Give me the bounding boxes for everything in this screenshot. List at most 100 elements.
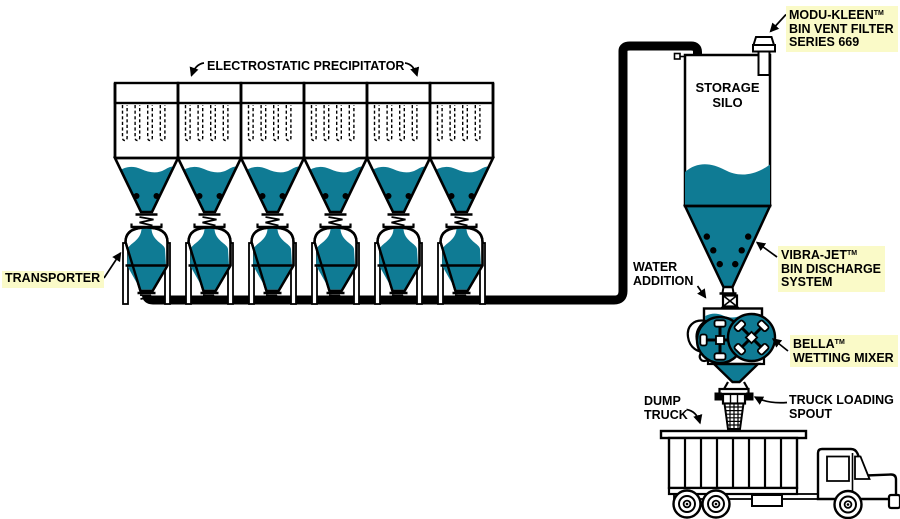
bella-tm: TM xyxy=(834,339,845,346)
truck-loading-spout xyxy=(714,387,754,430)
transporter-label: TRANSPORTER xyxy=(2,271,105,288)
hopper-material xyxy=(178,166,241,212)
spout-line1: TRUCK LOADING xyxy=(789,393,894,407)
storage-silo-line1: STORAGE xyxy=(695,80,760,95)
flex-connector xyxy=(328,216,343,227)
collector-plate xyxy=(436,105,443,142)
hopper-nozzle-dot xyxy=(468,193,475,199)
collector-plate xyxy=(147,105,153,142)
esp-section xyxy=(364,81,433,227)
spout-clamp xyxy=(714,392,722,401)
spout-line2: SPOUT xyxy=(789,406,833,421)
hopper-nozzle-dot xyxy=(322,193,329,199)
collector-plate xyxy=(310,105,317,142)
hopper-nozzle-dot xyxy=(259,193,266,199)
storage-silo-label: STORAGE SILO xyxy=(685,80,770,110)
electrostatic-precipitator xyxy=(112,81,496,227)
mixer-paddle xyxy=(699,333,708,347)
collector-plate xyxy=(121,105,128,142)
hopper-nozzle-dot xyxy=(279,193,286,199)
hopper-cone xyxy=(112,156,181,214)
collector-plate xyxy=(411,105,418,142)
esp-section xyxy=(238,81,307,227)
transporter-leg xyxy=(311,242,318,305)
hopper-nozzle-dot xyxy=(448,193,455,199)
transporter-leg xyxy=(122,242,129,305)
esp-section xyxy=(427,81,496,227)
vibra-jet-line3: SYSTEM xyxy=(781,275,833,289)
aerator-dot xyxy=(710,247,717,254)
flex-connector xyxy=(202,216,217,227)
hopper-nozzle-dot xyxy=(342,193,349,199)
collector-plate xyxy=(247,105,254,142)
transporter-material xyxy=(127,228,166,290)
windshield xyxy=(854,455,871,480)
collector-plate xyxy=(134,105,141,142)
bed-bottom-rail xyxy=(667,486,799,496)
silo-material xyxy=(685,164,770,205)
vibra-jet-name: VIBRA-JET xyxy=(781,248,847,262)
hopper-cone xyxy=(427,156,496,214)
esp-leader-right xyxy=(404,62,420,77)
hopper-nozzle-dot xyxy=(405,193,412,199)
modu-kleen-tm: TM xyxy=(873,10,884,17)
collector-plate xyxy=(184,105,191,142)
transporter-leader xyxy=(103,251,122,279)
flex-connector xyxy=(139,216,154,227)
esp-label: ELECTROSTATIC PRECIPITATOR xyxy=(207,59,405,73)
mixer-paddle xyxy=(756,342,770,356)
aerator-dot xyxy=(716,260,723,268)
discharge-connector xyxy=(265,294,280,300)
hopper-nozzle-dot xyxy=(133,193,140,199)
mixer-paddle xyxy=(756,319,770,333)
transporter-leg xyxy=(185,242,192,305)
hopper-cone xyxy=(301,156,370,214)
hopper-nozzle-dot xyxy=(153,193,160,199)
wheel xyxy=(672,489,702,519)
hopper-material xyxy=(367,166,430,212)
mixer-paddle xyxy=(733,319,747,333)
dump-truck xyxy=(659,429,900,519)
collector-plate xyxy=(210,105,216,142)
aerator-dot xyxy=(732,260,739,268)
esp-leader-left xyxy=(189,62,205,77)
wheel xyxy=(701,489,731,519)
collector-plate xyxy=(260,105,267,142)
mixer-hub xyxy=(715,335,725,345)
wheel xyxy=(833,489,863,519)
hopper-cone xyxy=(175,156,244,214)
hopper-cone xyxy=(364,156,433,214)
bella-name: BELLA xyxy=(793,337,835,351)
discharge-connector xyxy=(202,294,217,300)
wetting-mixer xyxy=(686,307,777,390)
transporter-material xyxy=(190,228,229,290)
collector-plate xyxy=(197,105,204,142)
mixer-paddle xyxy=(713,319,727,328)
transporter-material xyxy=(316,228,355,290)
esp-section xyxy=(175,81,244,227)
collector-plate xyxy=(373,105,380,142)
transporter-vessel xyxy=(437,223,486,305)
bella-line2: WETTING MIXER xyxy=(793,350,894,365)
transporter-material xyxy=(379,228,418,290)
transporter-leg xyxy=(374,242,381,305)
esp-section xyxy=(112,81,181,227)
transporter-vessel xyxy=(374,223,423,305)
leader-arrows xyxy=(103,13,789,425)
transporter-leg xyxy=(437,242,444,305)
transporter-material xyxy=(253,228,292,290)
truck-loading-spout-label: TRUCK LOADING SPOUT xyxy=(789,393,894,421)
discharge-connector xyxy=(454,294,469,300)
hopper-material xyxy=(430,166,493,212)
water-addition-leader xyxy=(696,285,707,299)
flex-connector xyxy=(265,216,280,227)
vibra-jet-tm: TM xyxy=(846,250,858,257)
mixer-hub xyxy=(744,330,759,345)
hopper-nozzle-dot xyxy=(385,193,392,199)
vibra-jet-label: VIBRA-JETTM BIN DISCHARGE SYSTEM xyxy=(778,246,886,292)
aerator-dot xyxy=(744,233,752,240)
bella-label: BELLATM WETTING MIXER xyxy=(790,335,898,367)
collector-plate xyxy=(474,105,481,142)
collector-plate xyxy=(273,105,279,142)
